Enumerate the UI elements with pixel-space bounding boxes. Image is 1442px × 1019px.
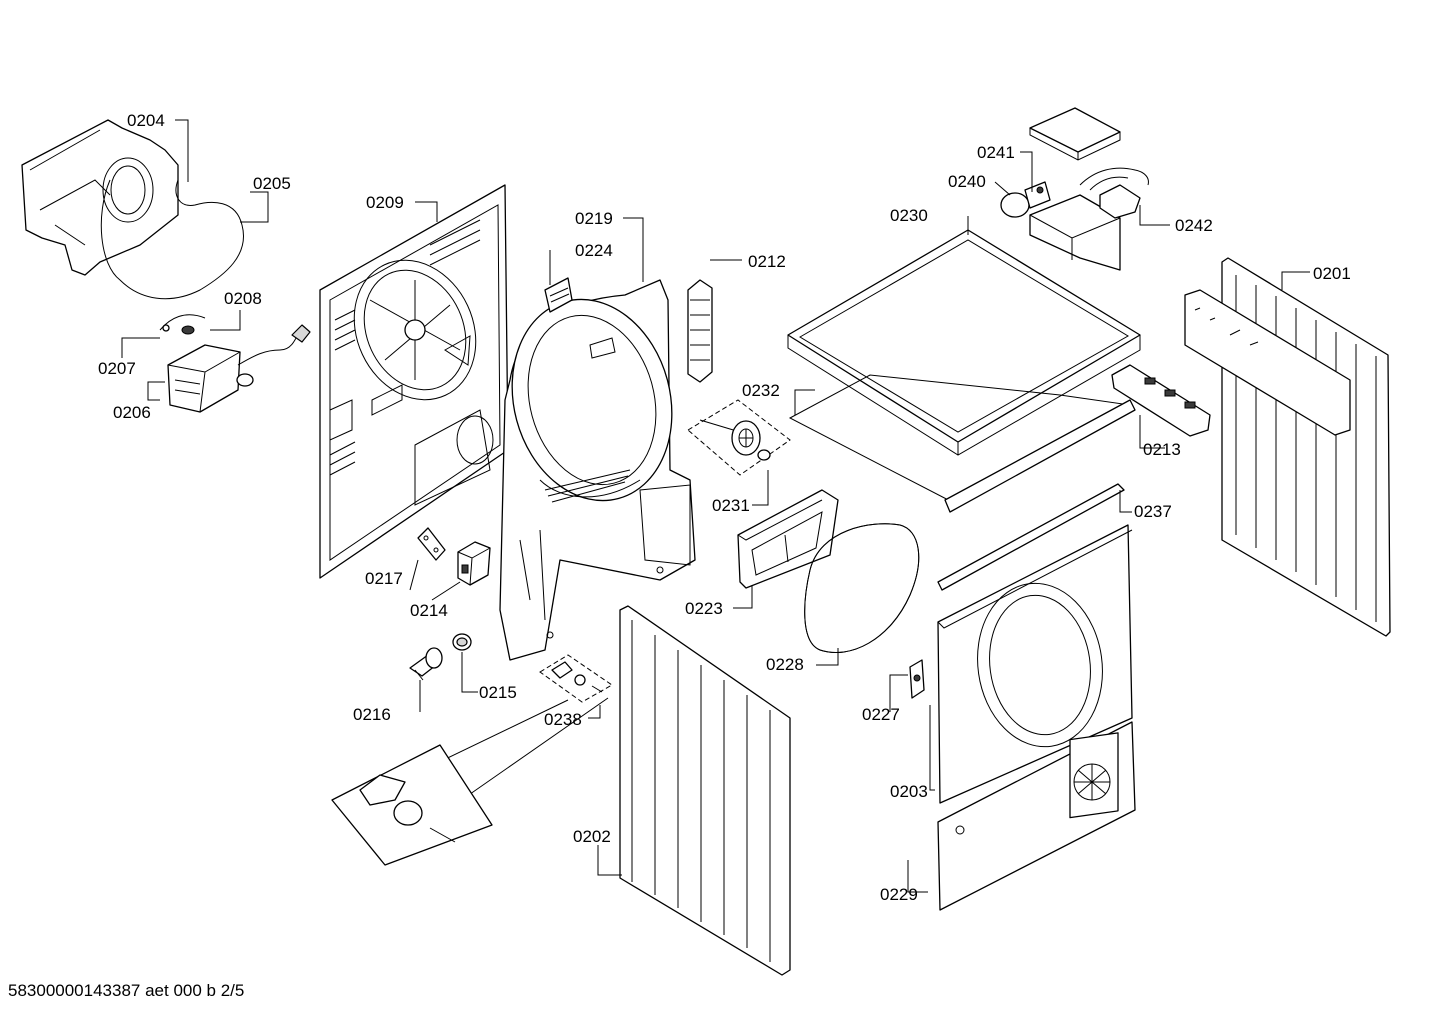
part-0209-rear-wall	[319, 184, 509, 579]
label-0204: 0204	[127, 111, 165, 130]
label-0228: 0228	[766, 655, 804, 674]
label-0201: 0201	[1313, 264, 1351, 283]
part-0207-0208-sensor	[159, 314, 206, 335]
label-0212: 0212	[748, 252, 786, 271]
part-0202-side-panel	[619, 605, 791, 976]
label-0216: 0216	[353, 705, 391, 724]
label-0207: 0207	[98, 359, 136, 378]
part-0232-top-sheet	[788, 374, 1136, 513]
part-0242-connector-box	[1029, 167, 1149, 271]
label-0205: 0205	[253, 174, 291, 193]
part-0223-lint-filter	[737, 489, 839, 589]
part-0217-bracket	[417, 527, 446, 561]
label-0240: 0240	[948, 172, 986, 191]
label-0215: 0215	[479, 683, 517, 702]
label-0202: 0202	[573, 827, 611, 846]
part-0205-wire-loop	[100, 179, 244, 300]
part-0231-roller	[687, 399, 791, 476]
label-0213: 0213	[1143, 440, 1181, 459]
label-0237: 0237	[1134, 502, 1172, 521]
part-0229-kickplate	[937, 721, 1136, 911]
part-0224-clip	[544, 277, 573, 313]
label-0217: 0217	[365, 569, 403, 588]
label-0206: 0206	[113, 403, 151, 422]
part-0227-latch	[909, 659, 925, 699]
label-0232: 0232	[742, 381, 780, 400]
part-0203-front-panel	[937, 524, 1133, 804]
label-0223: 0223	[685, 599, 723, 618]
part-0237-strip	[937, 483, 1125, 591]
part-0241-box-lid	[1029, 107, 1121, 161]
label-0242: 0242	[1175, 216, 1213, 235]
label-0224: 0224	[575, 241, 613, 260]
document-id-footer: 58300000143387 aet 000 b 2/5	[8, 981, 245, 1000]
label-0227: 0227	[862, 705, 900, 724]
part-0206-module	[167, 324, 311, 413]
leader-lines	[121, 119, 1310, 893]
part-0238-foot-kit	[331, 654, 613, 866]
label-0229: 0229	[880, 885, 918, 904]
part-labels: 0204 0205 0209 0219 0224 0212 0208 0207 …	[98, 111, 1351, 904]
label-0231: 0231	[712, 496, 750, 515]
part-0212-bar	[687, 279, 713, 383]
label-0208: 0208	[224, 289, 262, 308]
label-0219: 0219	[575, 209, 613, 228]
label-0238: 0238	[544, 710, 582, 729]
part-0240-motor	[1000, 181, 1051, 218]
part-0201-side-panel	[1184, 257, 1391, 637]
part-0214-door-switch	[457, 541, 491, 586]
part-0216-knob	[409, 647, 443, 681]
label-0214: 0214	[410, 601, 448, 620]
part-0230-top-cover	[787, 229, 1141, 456]
part-0204-heater-duct	[21, 119, 179, 276]
part-0219-drum-support	[499, 279, 696, 661]
label-0230: 0230	[890, 206, 928, 225]
part-0213-bracket	[1111, 364, 1211, 437]
label-0203: 0203	[890, 782, 928, 801]
label-0209: 0209	[366, 193, 404, 212]
part-0228-gasket	[804, 523, 920, 654]
part-0215-cap	[452, 633, 472, 651]
label-0241: 0241	[977, 143, 1015, 162]
